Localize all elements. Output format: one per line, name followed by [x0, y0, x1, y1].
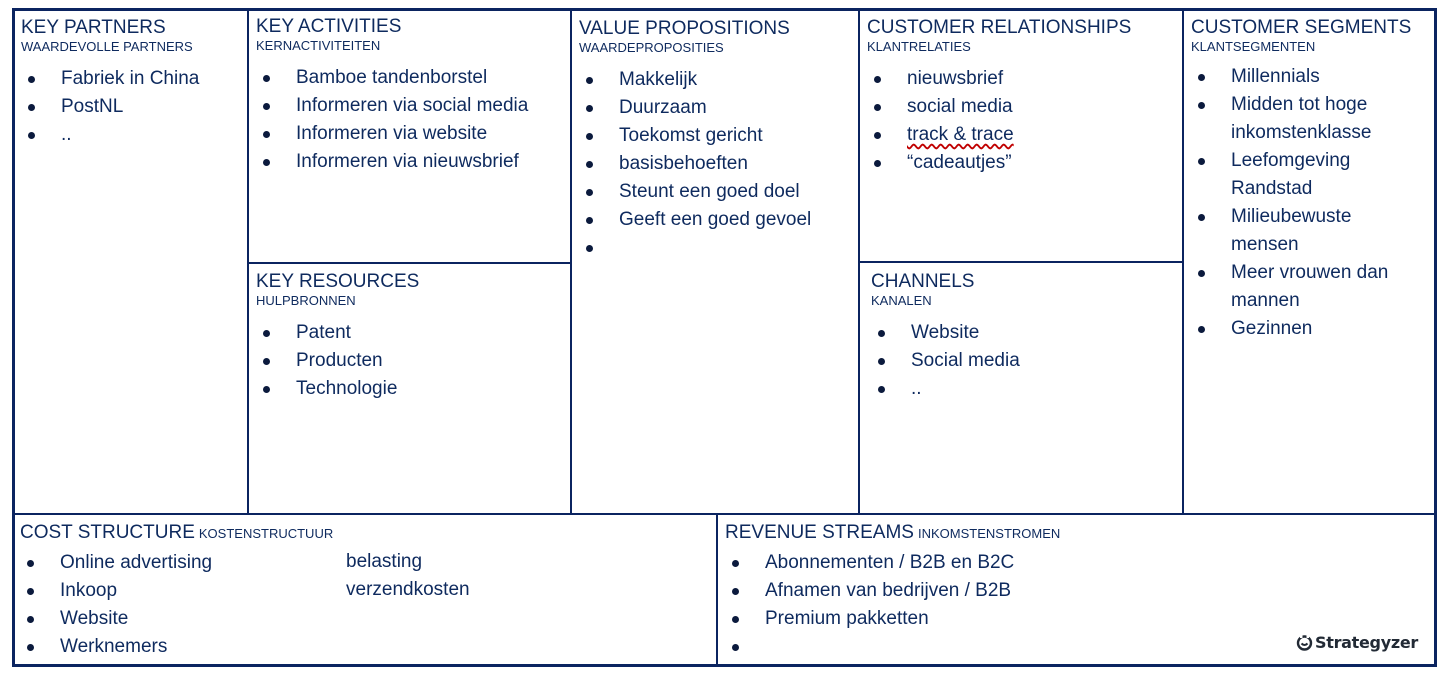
- customer-segments-title: CUSTOMER SEGMENTS: [1191, 17, 1412, 38]
- list-item: Steunt een goed doel: [579, 178, 857, 206]
- list-item: Inkoop: [20, 577, 714, 605]
- list-item: [725, 633, 1434, 661]
- key-activities-block: KEY ACTIVITIES KERNACTIVITEITEN Bamboe t…: [256, 16, 568, 260]
- list-item: PostNL: [21, 93, 245, 121]
- list-item: [579, 234, 857, 262]
- customer-relationships-subtitle: KLANTRELATIES: [867, 39, 971, 54]
- divider-cost-revenue: [716, 513, 718, 667]
- list-item: Millennials: [1191, 63, 1431, 91]
- list-item: Werknemers: [20, 633, 714, 661]
- list-item: Patent: [256, 319, 568, 347]
- key-resources-list: Patent Producten Technologie: [256, 319, 568, 403]
- list-item: basisbehoeften: [579, 150, 857, 178]
- list-item: Informeren via website: [256, 120, 568, 148]
- list-item: Bamboe tandenborstel: [256, 64, 568, 92]
- key-partners-list: Fabriek in China PostNL ..: [21, 65, 245, 149]
- cost-structure-extra-list: belasting verzendkosten: [346, 548, 470, 604]
- channels-subtitle: KANALEN: [871, 293, 932, 308]
- key-activities-subtitle: KERNACTIVITEITEN: [256, 38, 381, 53]
- list-item: Website: [871, 319, 1179, 347]
- customer-segments-subtitle: KLANTSEGMENTEN: [1191, 39, 1316, 54]
- key-resources-block: KEY RESOURCES HULPBRONNEN Patent Product…: [256, 271, 568, 511]
- list-item: social media: [867, 93, 1179, 121]
- list-item: verzendkosten: [346, 579, 470, 600]
- key-partners-block: KEY PARTNERS WAARDEVOLLE PARTNERS Fabrie…: [21, 17, 245, 511]
- customer-relationships-list: nieuwsbrief social media track & trace “…: [867, 65, 1179, 177]
- divider-activities-resources: [247, 262, 572, 264]
- key-resources-title: KEY RESOURCES: [256, 271, 420, 292]
- list-item: Fabriek in China: [21, 65, 245, 93]
- list-item: Online advertising: [20, 549, 714, 577]
- divider-relationships-channels: [858, 261, 1184, 263]
- channels-list: Website Social media ..: [871, 319, 1179, 403]
- list-item: Abonnementen / B2B en B2C: [725, 549, 1434, 577]
- value-propositions-list: Makkelijk Duurzaam Toekomst gericht basi…: [579, 66, 857, 262]
- track-trace-text: track & trace: [907, 124, 1014, 145]
- key-activities-title: KEY ACTIVITIES: [256, 16, 402, 37]
- cost-structure-list: Online advertising Inkoop Website Werkne…: [20, 549, 714, 661]
- revenue-streams-list: Abonnementen / B2B en B2C Afnamen van be…: [725, 549, 1434, 661]
- strategyzer-logo: Strategyzer: [1296, 633, 1418, 652]
- value-propositions-subtitle: WAARDEPROPOSITIES: [579, 40, 724, 55]
- key-partners-subtitle: WAARDEVOLLE PARTNERS: [21, 39, 193, 54]
- list-item: Social media: [871, 347, 1179, 375]
- list-item: Duurzaam: [579, 94, 857, 122]
- revenue-streams-title: REVENUE STREAMS: [725, 522, 914, 543]
- list-item: Toekomst gericht: [579, 122, 857, 150]
- cost-structure-title: COST STRUCTURE: [20, 522, 195, 543]
- list-item: Makkelijk: [579, 66, 857, 94]
- list-item: ..: [871, 375, 1179, 403]
- list-item: Geeft een goed gevoel: [579, 206, 857, 234]
- customer-relationships-title: CUSTOMER RELATIONSHIPS: [867, 17, 1132, 38]
- list-item: nieuwsbrief: [867, 65, 1179, 93]
- customer-relationships-block: CUSTOMER RELATIONSHIPS KLANTRELATIES nie…: [867, 17, 1179, 259]
- list-item: ..: [21, 121, 245, 149]
- divider-top-bottom: [15, 513, 1434, 515]
- list-item: Premium pakketten: [725, 605, 1434, 633]
- strategyzer-logo-text: Strategyzer: [1315, 633, 1418, 652]
- channels-block: CHANNELS KANALEN Website Social media ..: [871, 271, 1179, 511]
- list-item: belasting: [346, 551, 423, 572]
- cost-structure-subtitle: KOSTENSTRUCTUUR: [198, 526, 334, 541]
- list-item: Producten: [256, 347, 568, 375]
- list-item: Informeren via social media: [256, 92, 568, 120]
- key-resources-subtitle: HULPBRONNEN: [256, 293, 356, 308]
- list-item: Afnamen van bedrijven / B2B: [725, 577, 1434, 605]
- value-propositions-title: VALUE PROPOSITIONS: [579, 18, 790, 39]
- revenue-streams-subtitle: INKOMSTENSTROMEN: [917, 526, 1061, 541]
- key-activities-list: Bamboe tandenborstel Informeren via soci…: [256, 64, 568, 176]
- key-partners-title: KEY PARTNERS: [21, 17, 166, 38]
- customer-segments-block: CUSTOMER SEGMENTS KLANTSEGMENTEN Millenn…: [1191, 17, 1431, 511]
- business-model-canvas: KEY PARTNERS WAARDEVOLLE PARTNERS Fabrie…: [12, 8, 1437, 667]
- list-item: Gezinnen: [1191, 315, 1431, 343]
- list-item: track & trace: [867, 121, 1179, 149]
- list-item: Technologie: [256, 375, 568, 403]
- strategyzer-face-icon: [1296, 634, 1313, 651]
- channels-title: CHANNELS: [871, 271, 975, 292]
- value-propositions-block: VALUE PROPOSITIONS WAARDEPROPOSITIES Mak…: [579, 18, 857, 510]
- list-item: Informeren via nieuwsbrief: [256, 148, 568, 176]
- list-item: “cadeautjes”: [867, 149, 1179, 177]
- list-item: Website: [20, 605, 714, 633]
